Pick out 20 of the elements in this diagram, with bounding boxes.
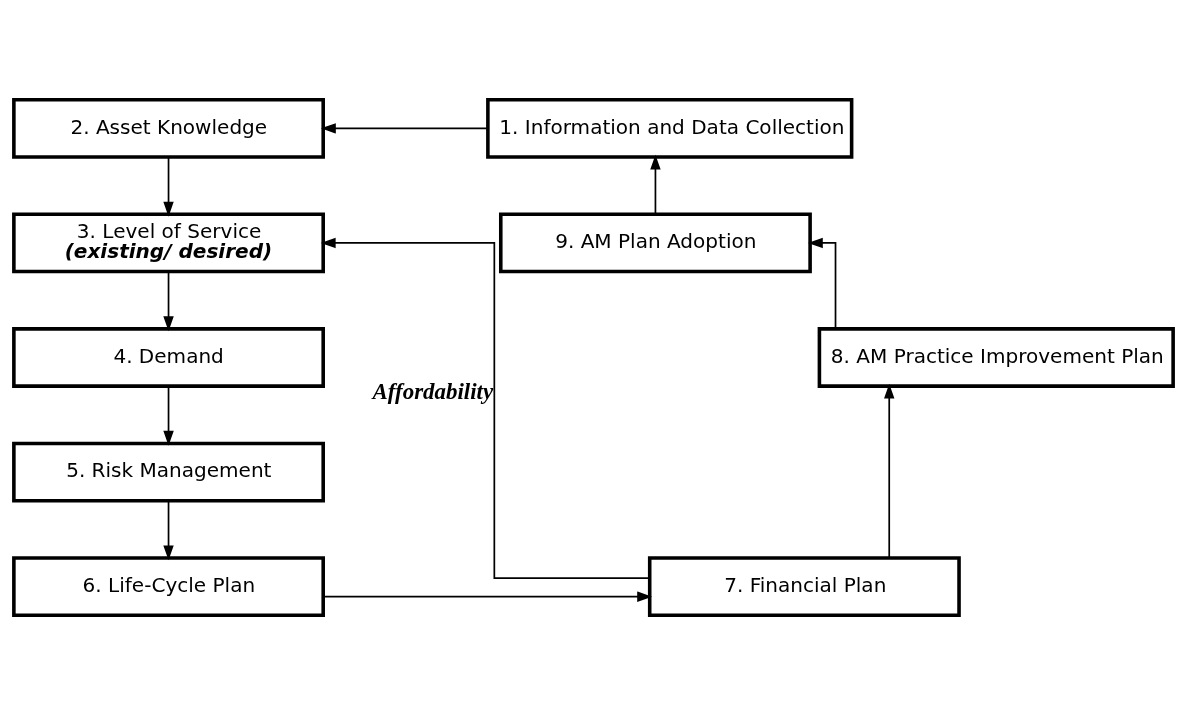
node-box: 9. AM Plan Adoption xyxy=(498,212,812,274)
node-box: 1. Information and Data Collection xyxy=(486,97,854,159)
node-box: 5. Risk Management xyxy=(12,441,325,503)
node-box: 4. Demand xyxy=(12,327,325,388)
arrow xyxy=(884,383,895,559)
node-box: 7. Financial Plan xyxy=(647,556,961,618)
arrow xyxy=(163,156,174,217)
arrow xyxy=(163,271,174,332)
node-box: 8. AM Practice Improvement Plan xyxy=(817,327,1175,388)
arrow xyxy=(650,154,661,215)
node-box: 3. Level of Service (existing/ desired) xyxy=(12,212,325,274)
arrow xyxy=(163,385,174,446)
node-box: 6. Life-Cycle Plan xyxy=(12,556,325,618)
arrow xyxy=(320,123,489,134)
arrow xyxy=(807,237,837,330)
node-box: 2. Asset Knowledge xyxy=(12,97,325,159)
edge-label: Affordability xyxy=(372,379,494,405)
arrow xyxy=(322,591,653,602)
arrow xyxy=(320,237,651,579)
arrow xyxy=(163,500,174,561)
